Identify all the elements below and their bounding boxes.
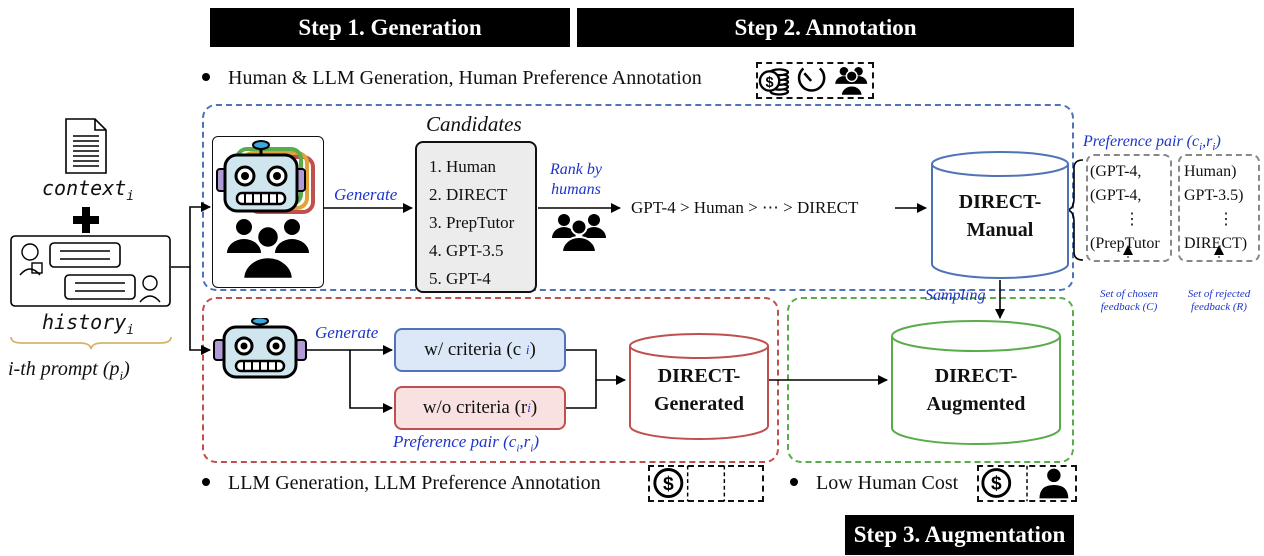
svg-text:$: $ [991, 474, 1002, 495]
svg-text:$: $ [766, 75, 774, 91]
database-icon [891, 320, 1061, 445]
context-label-text: context [42, 176, 127, 200]
chosen-item: (PrepTutor [1090, 235, 1160, 252]
prompt-label-close: ) [123, 358, 130, 380]
with-criteria-text: w/ criteria (c [424, 339, 522, 360]
candidates-title: Candidates [426, 112, 522, 136]
db-generated-label: DIRECT-Generated [654, 365, 744, 415]
candidate-item: 4. GPT-3.5 [429, 241, 504, 260]
robot-human-card [212, 136, 324, 288]
candidate-item: 5. GPT-4 [429, 269, 491, 288]
cost-box-top: $ [756, 62, 874, 99]
sampling-label: Sampling [925, 287, 986, 304]
pref-pair-bottom: Preference pair (ci,ri) [393, 432, 539, 454]
candidate-item: 2. DIRECT [429, 185, 508, 204]
rank-label: Rank by humans [550, 161, 602, 198]
chosen-item: (GPT-4, [1090, 163, 1142, 180]
history-label: historyi [42, 310, 134, 338]
rejected-caption: Set of rejected feedback (R) [1187, 288, 1251, 313]
without-criteria-sub: i [527, 400, 531, 415]
rejected-item: ⋮ [1218, 211, 1234, 228]
chat-history-icon [10, 235, 171, 307]
step1-label: Step 1. Generation [298, 14, 482, 40]
step3-banner: Step 3. Augmentation [845, 515, 1074, 555]
pref-pair-bottom-sub-r: i [530, 442, 534, 455]
history-label-text: history [42, 310, 127, 334]
document-icon [65, 118, 107, 174]
step2-banner: Step 2. Annotation [577, 8, 1074, 47]
pref-pair-top: Preference pair (ci,ri) [1083, 133, 1221, 153]
pref-pair-bottom-end: ) [533, 432, 540, 451]
without-criteria-text: w/o criteria (r [422, 397, 528, 418]
database-icon [931, 151, 1069, 279]
with-criteria-box: w/ criteria (c i) [394, 328, 566, 372]
candidate-item: 3. PrepTutor [429, 213, 515, 232]
pref-pair-top-sub-c: i [1199, 141, 1203, 154]
pref-pair-top-text: Preference pair (c [1083, 133, 1200, 150]
pref-pair-bottom-text: Preference pair (c [393, 432, 517, 451]
chosen-set: (GPT-4, (GPT-4, ⋮ (PrepTutor [1086, 154, 1172, 262]
bullet-bottom-left: LLM Generation, LLM Preference Annotatio… [202, 472, 601, 495]
db-manual-label: DIRECT-Manual [958, 191, 1042, 241]
rejected-item: GPT-3.5) [1184, 187, 1244, 204]
pref-pair-top-sub-r: i [1212, 141, 1216, 154]
prompt-brace [10, 336, 172, 350]
candidates-list: 1. Human 2. DIRECT 3. PrepTutor 4. GPT-3… [415, 141, 537, 293]
rejected-item: DIRECT) [1184, 235, 1248, 252]
pref-pair-top-mid: ,r [1202, 133, 1213, 150]
step2-label: Step 2. Annotation [734, 14, 917, 40]
with-criteria-sub: i [525, 342, 530, 357]
users-icon [552, 214, 606, 252]
pref-pair-bottom-sub-c: i [516, 442, 520, 455]
prompt-subscript: i [119, 368, 124, 383]
cost-box-bottom-left: $ [648, 465, 764, 502]
bullet-top: Human & LLM Generation, Human Preference… [202, 67, 702, 90]
without-criteria-close: ) [530, 397, 538, 418]
pref-pair-bottom-mid: ,r [519, 432, 531, 451]
dollar-icon: $ [653, 465, 726, 502]
with-criteria-close: ) [529, 339, 536, 360]
step3-label: Step 3. Augmentation [853, 522, 1066, 547]
svg-text:$: $ [663, 474, 674, 495]
bullet-bottom-right-text: Low Human Cost [816, 472, 959, 494]
chosen-item: ⋮ [1124, 211, 1140, 228]
step1-banner: Step 1. Generation [210, 8, 570, 47]
pref-pair-top-end: ) [1215, 133, 1221, 150]
plus-icon [73, 207, 99, 233]
dollar-icon: $ [981, 465, 1069, 502]
bullet-bottom-right: Low Human Cost [790, 472, 958, 495]
generate-label-top: Generate [334, 185, 398, 204]
prompt-label: i-th prompt (pi) [8, 358, 130, 384]
chosen-item: (GPT-4, [1090, 187, 1142, 204]
bullet-top-text: Human & LLM Generation, Human Preference… [228, 67, 702, 89]
candidate-item: 1. Human [429, 157, 497, 176]
ranking-text: GPT-4 > Human > ⋯ > DIRECT [631, 198, 859, 217]
rejected-set: Human) GPT-3.5) ⋮ DIRECT) [1178, 154, 1260, 262]
rejected-item: Human) [1184, 163, 1237, 180]
person-icon [1039, 468, 1069, 499]
db-augmented-label: DIRECT-Augmented [926, 365, 1026, 415]
users-icon [227, 219, 309, 281]
region-human [202, 104, 1074, 291]
cost-box-bottom-right: $ [977, 465, 1077, 502]
context-subscript: i [126, 189, 135, 204]
database-icon [629, 333, 769, 440]
history-subscript: i [126, 323, 135, 338]
bullet-bottom-left-text: LLM Generation, LLM Preference Annotatio… [228, 472, 601, 494]
robot-icon [213, 318, 307, 379]
context-label: contexti [42, 176, 134, 204]
prompt-label-text: i-th prompt (p [8, 358, 120, 380]
robot-icon [216, 140, 315, 281]
chosen-caption: Set of chosen feedback (C) [1099, 288, 1159, 313]
generate-label-bottom: Generate [315, 323, 379, 342]
dollar-icon: $ [758, 66, 868, 97]
